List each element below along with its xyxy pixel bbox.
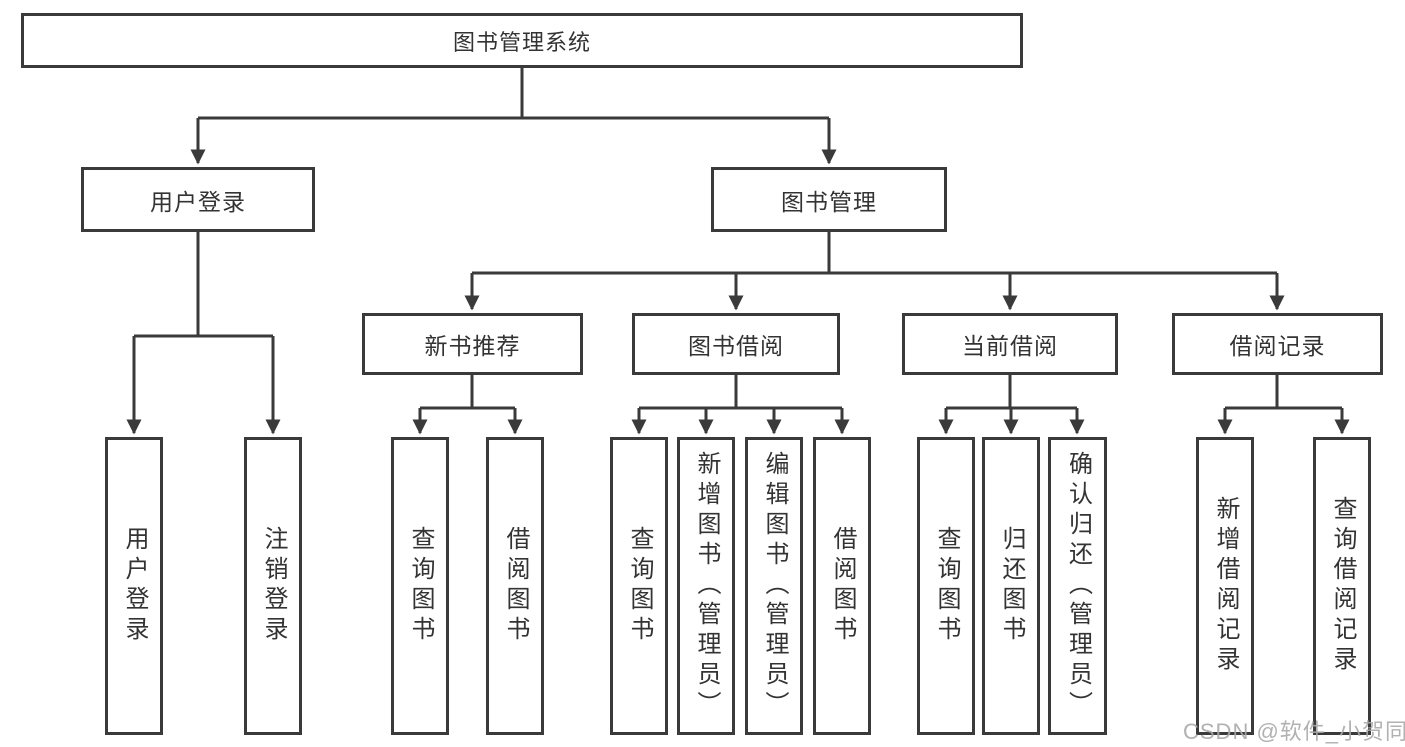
node-ul-user-login-label: 用户登录 xyxy=(121,526,148,646)
node-bb-borrow-book: 借阅图书 xyxy=(813,437,871,735)
node-bb-query-book-label: 查询图书 xyxy=(626,526,653,646)
node-bb-add-book-label: 新增图书（管理员） xyxy=(693,451,720,721)
node-user-login-label: 用户登录 xyxy=(150,188,246,215)
node-bb-query-book: 查询图书 xyxy=(610,437,668,735)
node-nbr-query-book-label: 查询图书 xyxy=(407,526,434,646)
connector-root-split xyxy=(198,67,829,120)
node-root: 图书管理系统 xyxy=(21,13,1023,68)
node-user-login: 用户登录 xyxy=(81,167,315,232)
node-borrow-records-label: 借阅记录 xyxy=(1229,333,1326,359)
node-bb-borrow-book-label: 借阅图书 xyxy=(829,526,856,646)
node-ul-logout: 注销登录 xyxy=(244,437,302,735)
node-book-mgmt: 图书管理 xyxy=(711,167,947,232)
watermark: CSDN @软件_小贺同学 xyxy=(1183,719,1405,744)
node-bb-add-book: 新增图书（管理员） xyxy=(677,437,735,735)
node-ul-logout-label: 注销登录 xyxy=(260,526,287,646)
node-br-add-record-label: 新增借阅记录 xyxy=(1212,496,1239,676)
node-book-mgmt-label: 图书管理 xyxy=(781,188,877,215)
connector-user-login-split xyxy=(134,232,273,338)
node-br-add-record: 新增借阅记录 xyxy=(1196,437,1254,735)
connector-book-mgmt-split xyxy=(472,232,1277,275)
connector-borrow-records-split xyxy=(1225,375,1342,410)
node-nbr-borrow-book-label: 借阅图书 xyxy=(502,526,529,646)
node-cb-query-book-label: 查询图书 xyxy=(933,526,960,646)
connector-new-book-rec-split xyxy=(420,375,515,410)
node-cb-confirm-return: 确认归还（管理员） xyxy=(1048,437,1107,735)
node-nbr-query-book: 查询图书 xyxy=(391,437,449,735)
node-new-book-rec: 新书推荐 xyxy=(362,313,583,375)
node-nbr-borrow-book: 借阅图书 xyxy=(486,437,544,735)
node-book-borrow: 图书借阅 xyxy=(632,313,840,375)
node-cb-confirm-return-label: 确认归还（管理员） xyxy=(1064,451,1092,721)
node-current-borrow-label: 当前借阅 xyxy=(962,333,1058,359)
connector-current-borrow-split xyxy=(946,375,1077,410)
node-bb-edit-book: 编辑图书（管理员） xyxy=(745,437,803,735)
node-cb-return-book-label: 归还图书 xyxy=(998,526,1025,646)
node-book-borrow-label: 图书借阅 xyxy=(688,333,784,359)
node-borrow-records: 借阅记录 xyxy=(1172,313,1383,375)
node-cb-return-book: 归还图书 xyxy=(982,437,1040,735)
node-ul-user-login: 用户登录 xyxy=(105,437,163,735)
node-br-query-record: 查询借阅记录 xyxy=(1313,437,1371,735)
node-current-borrow: 当前借阅 xyxy=(902,313,1118,375)
node-root-label: 图书管理系统 xyxy=(452,29,591,55)
node-new-book-rec-label: 新书推荐 xyxy=(424,333,521,359)
node-cb-query-book: 查询图书 xyxy=(917,437,975,735)
node-br-query-record-label: 查询借阅记录 xyxy=(1329,496,1356,676)
node-bb-edit-book-label: 编辑图书（管理员） xyxy=(761,451,788,721)
connector-book-borrow-split xyxy=(639,375,842,410)
